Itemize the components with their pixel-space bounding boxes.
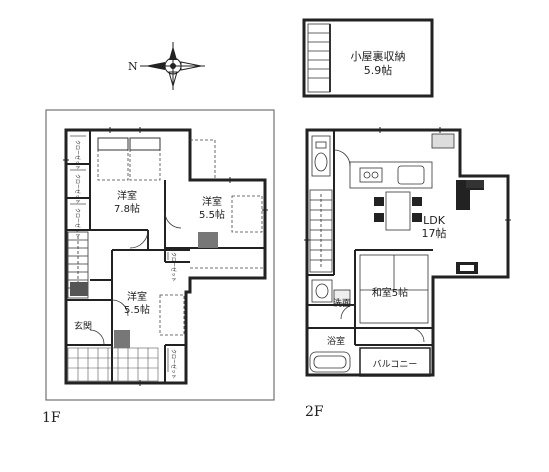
floor-patch [114,330,130,348]
door-swings-2f [333,149,425,343]
attic-stairs [307,23,331,93]
site-boundary [45,109,275,401]
washroom-label: 洗面 [333,297,351,309]
bathtub [309,351,351,373]
exterior-wall-2f [305,128,510,377]
attic-size: 5.9帖 [364,64,393,77]
room-master-size: 7.8帖 [114,202,140,215]
exterior-wall-1f [64,128,267,385]
attic-plan: 小屋裏収納 5.9帖 [302,18,434,98]
entrance-label: 玄関 [74,320,92,332]
balcony-outline [359,347,431,377]
japanese-room-tatami [359,254,429,324]
kitchen-2f [349,133,455,189]
room-east-name: 洋室 [202,195,222,208]
bathroom-label: 浴室 [327,335,345,347]
ldk-name: LDK [423,214,446,227]
floor-patch [198,232,218,248]
closet-label: クローゼット [170,349,177,379]
door-swings-1f [89,211,182,345]
floor-label-1f: 1F [42,410,61,426]
tv-unit [456,262,478,274]
balcony-label: バルコニー [373,359,418,370]
interior-walls-1f [66,130,265,383]
stairs-2f [309,189,333,273]
windows-2f [304,127,511,241]
attic-name: 小屋裏収納 [351,49,406,63]
ldk-size: 17帖 [422,227,447,240]
room-south-name: 洋室 [127,290,147,303]
closet-marks-1f [70,135,169,372]
room-master-name: 洋室 [117,189,137,202]
interior-walls-2f [307,130,433,346]
toilet-2f [311,135,331,177]
north-label: N [128,60,138,73]
windows-1f [63,127,268,386]
beds-1f [97,137,161,151]
closet-label: クローゼット [74,174,81,204]
floor-patch [70,282,88,296]
room-east-size: 5.5帖 [199,208,225,221]
compass: N [128,42,205,90]
room-south-size: 5.5帖 [124,303,150,316]
attic-wall [302,18,434,98]
closet-label: クローゼット [74,140,81,170]
entrance-tiles [67,347,159,382]
closet-label: クローゼット [170,252,177,282]
furniture-dashed-1f [97,137,265,336]
first-floor-plan: 洋室 7.8帖 洋室 5.5帖 洋室 5.5帖 玄関 クローゼット クローゼット… [42,109,275,426]
washroom-fixtures [311,279,351,305]
floor-label-2f: 2F [305,404,324,420]
japanese-room-label: 和室5帖 [372,286,408,299]
second-floor-plan: LDK 17帖 和室5帖 洗面 浴室 バルコニー 2F [304,127,511,420]
closet-label: クローゼット [74,208,81,238]
sofa [456,180,484,210]
dining-set [374,191,422,231]
